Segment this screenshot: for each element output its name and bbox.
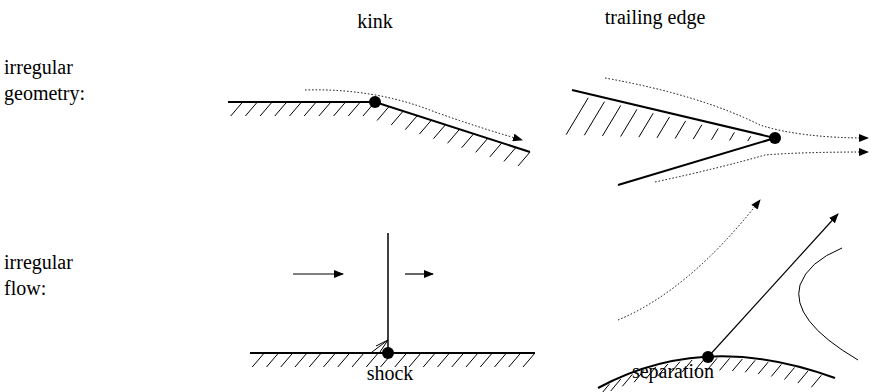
- hatch-stroke: [231, 102, 243, 116]
- hatch-stroke: [490, 143, 502, 157]
- hatch-stroke: [602, 106, 620, 136]
- shock-label: shock: [367, 360, 414, 386]
- kink-label: kink: [357, 8, 393, 34]
- separation-label: separation: [632, 358, 714, 384]
- hatch-stroke: [275, 102, 287, 116]
- trailing-edge-label: trailing edge: [605, 4, 706, 30]
- hatch-stroke: [352, 353, 364, 367]
- hatch-stroke: [423, 353, 435, 367]
- hatch-stroke: [693, 125, 702, 139]
- hatch-stroke: [509, 353, 521, 367]
- hatch-stroke: [566, 98, 588, 135]
- hatch-stroke: [798, 371, 808, 383]
- hatch-stroke: [433, 125, 445, 139]
- hatch-stroke: [518, 152, 530, 166]
- hatch-stroke: [785, 367, 795, 379]
- hatch-stroke: [324, 353, 336, 367]
- hatch-stroke: [334, 102, 346, 116]
- hatch-stroke: [419, 120, 431, 134]
- hatch-stroke: [466, 353, 478, 367]
- hatch-stroke: [304, 102, 316, 116]
- hatch-stroke: [657, 117, 669, 138]
- hatch-stroke: [448, 129, 460, 143]
- hatch-stroke: [290, 102, 302, 116]
- hatch-stroke: [338, 353, 350, 367]
- hatch-stroke: [732, 359, 742, 371]
- hatch-stroke: [252, 353, 264, 367]
- hatch-stroke: [480, 353, 492, 367]
- row-label: irregular geometry:: [4, 54, 104, 106]
- hatch-stroke: [245, 102, 257, 116]
- hatch-stroke: [621, 109, 637, 136]
- row-label: irregular flow:: [4, 249, 104, 301]
- hatch-stroke: [452, 353, 464, 367]
- hatch-stroke: [462, 134, 474, 148]
- hatch-stroke: [295, 353, 307, 367]
- hatch-stroke: [504, 147, 516, 161]
- hatch-stroke: [309, 353, 321, 367]
- hatch-stroke: [391, 111, 403, 125]
- hatch-stroke: [377, 107, 389, 121]
- hatch-stroke: [523, 353, 535, 367]
- hatch-stroke: [745, 360, 755, 372]
- hatch-stroke: [720, 358, 730, 370]
- hatch-stroke: [281, 353, 293, 367]
- hatch-stroke: [405, 116, 417, 130]
- hatch-stroke: [476, 138, 488, 152]
- hatch-stroke: [348, 102, 360, 116]
- hatch-stroke: [771, 364, 781, 376]
- hatch-stroke: [730, 132, 735, 140]
- hatch-stroke: [758, 362, 768, 374]
- hatch-stroke: [267, 353, 279, 367]
- hatch-stroke: [811, 375, 821, 387]
- hatch-stroke: [711, 129, 718, 140]
- hatch-stroke: [319, 102, 331, 116]
- hatch-stroke: [639, 113, 653, 137]
- hatch-stroke: [584, 102, 604, 136]
- hatch-stroke: [260, 102, 272, 116]
- hatch-stroke: [495, 353, 507, 367]
- hatch-stroke: [438, 353, 450, 367]
- hatch-stroke: [748, 136, 751, 141]
- hatch-stroke: [675, 121, 686, 139]
